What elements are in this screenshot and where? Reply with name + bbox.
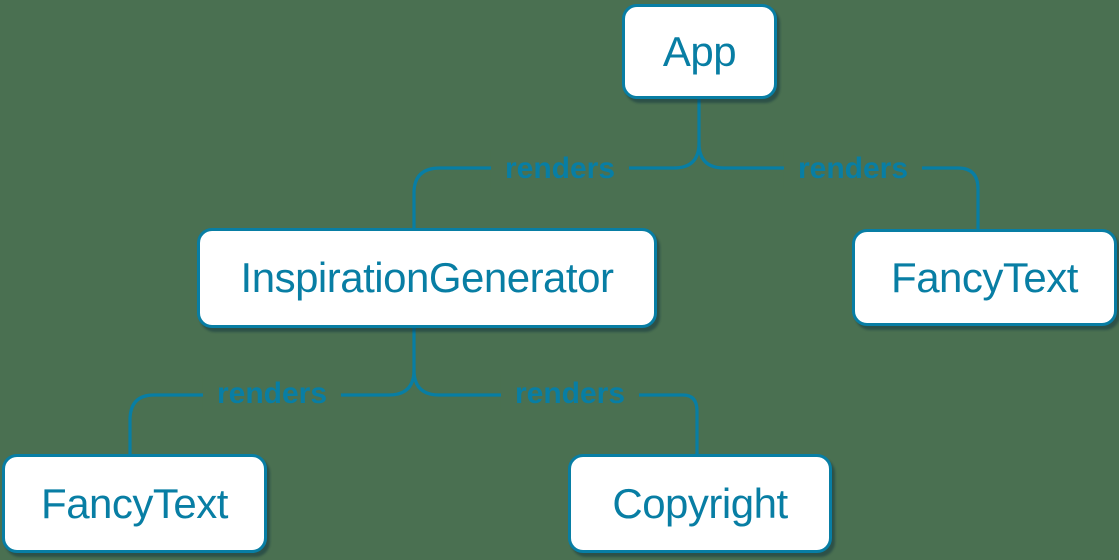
node-fancy-text-top: FancyText <box>852 229 1117 326</box>
node-fancy-text-bottom-label: FancyText <box>41 479 228 527</box>
edge-label-renders: renders <box>490 150 630 188</box>
edge-label-renders: renders <box>783 150 923 188</box>
edge-inspirationgenerator-to-copyright <box>412 368 699 457</box>
node-inspiration-generator: InspirationGenerator <box>197 228 657 328</box>
node-copyright: Copyright <box>568 454 832 553</box>
edge-label-renders: renders <box>500 375 640 413</box>
node-app-label: App <box>662 27 737 75</box>
node-app: App <box>622 4 777 99</box>
edge-label-renders: renders <box>202 375 342 413</box>
node-copyright-label: Copyright <box>612 479 788 527</box>
edge-app-to-fancytext <box>697 141 980 232</box>
node-fancy-text-bottom: FancyText <box>2 454 267 553</box>
node-fancy-text-top-label: FancyText <box>891 253 1078 301</box>
node-inspiration-generator-label: InspirationGenerator <box>240 254 614 301</box>
